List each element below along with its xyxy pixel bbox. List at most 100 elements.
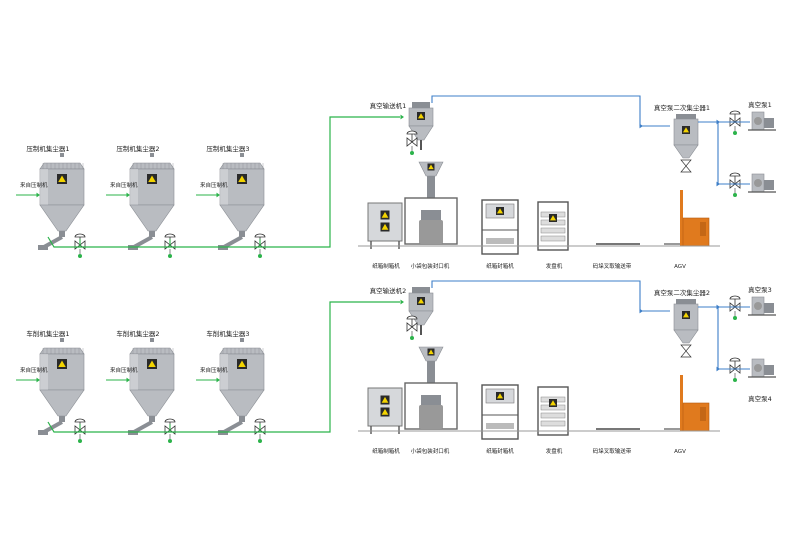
collector-label: 车削机集尘器2 [116,329,159,338]
warning-triangle-icon [381,211,389,218]
machine-label: AGV [674,449,686,455]
bagging-machine [404,346,458,430]
machine-label: AGV [674,264,686,270]
secondary-collector [673,299,699,358]
flow-arrow-icon [716,119,720,125]
flow-arrow-icon [400,114,404,120]
vacuum-pump-2 [729,172,776,197]
actuator-icon [406,130,418,135]
warning-triangle-icon [238,175,246,182]
machine-label: 码垛叉取输送带 [593,262,632,270]
motor-icon [78,439,82,443]
collector-hopper [129,389,175,417]
warning-triangle-icon [497,208,503,214]
machine-label: 小袋包装封口机 [411,447,450,455]
actuator-icon [729,110,741,115]
dust-collector-1 [38,153,86,258]
flow-arrow-icon [716,181,720,187]
flow-arrow-icon [639,308,643,314]
collector-label: 压制机集尘器2 [116,144,159,153]
machine-label: 发盘机 [546,262,563,270]
machine-label: 小袋包装封口机 [411,262,450,270]
collector-hopper [39,389,85,417]
agv-mast [680,190,683,246]
warning-triangle-icon [428,349,434,355]
dispenser-frame [537,201,569,251]
actuator-icon [74,233,86,238]
motor-icon [733,378,737,382]
warning-triangle-icon [683,312,689,318]
machine-label: 纸箱制箱机 [372,262,400,270]
source-label: 来自压制机 [110,366,138,374]
collector-label: 车削机集尘器1 [26,329,69,338]
warning-triangle-icon [683,127,689,133]
flow-arrow-icon [400,299,404,305]
carton-erector [367,387,403,427]
flow-arrow-icon [216,192,220,198]
vacuum-pump-2 [729,357,776,382]
collector-hopper [219,389,265,417]
warning-triangle-icon [148,360,156,367]
collector-lid [219,162,265,170]
motor-icon [258,254,262,258]
flow-arrow-icon [716,304,720,310]
pump-label: 真空泵4 [748,394,772,403]
collector-label: 压制机集尘器3 [206,144,249,153]
source-label: 来自压制机 [110,181,138,189]
actuator-icon [729,172,741,177]
vacuum-pump-1 [729,110,776,135]
source-label: 来自压制机 [20,366,48,374]
collection-pipe [47,301,400,433]
warning-triangle-icon [58,360,66,367]
machine-label: 纸箱封箱机 [486,262,514,270]
flow-arrow-icon [126,377,130,383]
machine-label: 纸箱封箱机 [486,447,514,455]
dust-collector-1 [38,338,86,443]
sealer-frame [481,199,519,255]
warning-triangle-icon [418,298,424,304]
warning-triangle-icon [148,175,156,182]
machine-label: 纸箱制箱机 [372,447,400,455]
bagging-machine [404,161,458,245]
secondary-collector-label: 真空泵二次集尘器2 [654,288,710,297]
warning-triangle-icon [381,408,389,415]
process-line-1 [38,102,776,258]
actuator-icon [729,357,741,362]
dust-collector-3 [218,153,266,258]
collector-lid [39,162,85,170]
flow-arrow-icon [126,192,130,198]
flow-arrow-icon [36,192,40,198]
collector-lid [219,347,265,355]
dust-collector-3 [218,338,266,443]
actuator-icon [254,418,266,423]
vacuum-line [431,95,670,127]
vacuum-pump-1 [729,295,776,320]
machine-label: 码垛叉取输送带 [593,447,632,455]
source-label: 来自压制机 [20,181,48,189]
collector-lid [39,347,85,355]
collector-label: 车削机集尘器3 [206,329,249,338]
dust-collector-2 [128,153,176,258]
flow-arrow-icon [716,366,720,372]
motor-icon [410,151,414,155]
warning-triangle-icon [428,164,434,170]
motor-icon [733,193,737,197]
collector-hopper [129,204,175,232]
actuator-icon [254,233,266,238]
sealer-frame [481,384,519,440]
machine-label: 发盘机 [546,447,563,455]
bag [419,405,443,429]
secondary-collector [673,114,699,173]
collector-hopper [219,204,265,232]
dust-collector-2 [128,338,176,443]
conveyor-head [412,287,430,293]
conveyor-label: 真空输送机2 [370,286,407,295]
motor-icon [168,439,172,443]
process-line-2 [38,287,776,443]
conveyor-label: 真空输送机1 [370,101,407,110]
motor-icon [733,316,737,320]
conveyor-head [412,102,430,108]
actuator-icon [74,418,86,423]
bag [419,220,443,244]
pump-label: 真空泵1 [748,100,772,109]
